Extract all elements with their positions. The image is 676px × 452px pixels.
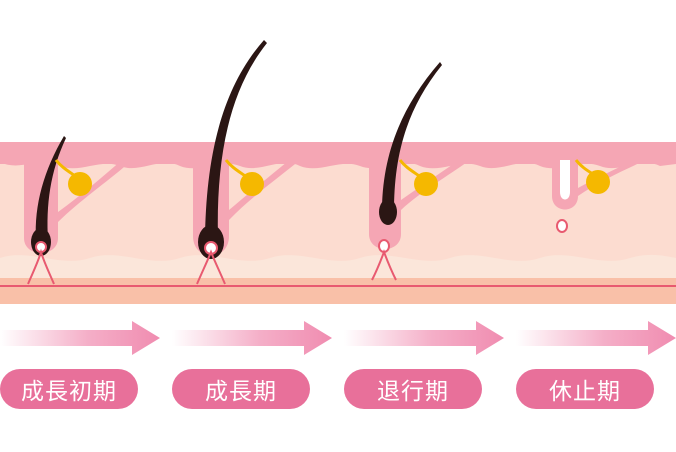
- arrow-3: [344, 321, 504, 355]
- empty-follicle: [560, 160, 570, 200]
- sebaceous-gland: [240, 172, 264, 196]
- capillary-loop: [27, 248, 55, 285]
- follicle-early-growth: [24, 136, 132, 285]
- capillary-loop: [371, 249, 397, 281]
- epidermis-wave: [0, 160, 676, 169]
- sebaceous-gland: [586, 170, 610, 194]
- follicle-growth: [193, 40, 300, 285]
- dermal-papilla: [556, 219, 568, 233]
- arrector-muscle: [578, 158, 646, 196]
- arrow-4: [516, 321, 676, 355]
- sebaceous-gland: [414, 172, 438, 196]
- progression-arrows: [0, 321, 676, 355]
- arrow-1: [0, 321, 160, 355]
- arrector-muscle: [229, 158, 300, 220]
- stage-label-regression: 退行期: [344, 369, 482, 409]
- sebaceous-gland: [68, 172, 92, 196]
- follicle-resting: [552, 142, 646, 233]
- capillary-loop: [196, 249, 226, 285]
- epidermis-layer: [0, 142, 676, 164]
- hair-bulb: [379, 199, 397, 225]
- dermis-wave: [0, 254, 676, 278]
- stage-label-early-growth: 成長初期: [0, 369, 138, 409]
- stage-label-resting: 休止期: [516, 369, 654, 409]
- stage-label-growth: 成長期: [172, 369, 310, 409]
- hair-shaft: [35, 136, 66, 240]
- arrector-muscle: [401, 158, 470, 210]
- arrector-muscle: [58, 158, 132, 222]
- follicle-regression: [369, 62, 470, 281]
- hair-shaft: [205, 40, 267, 240]
- hair-shaft: [382, 62, 442, 212]
- arrow-2: [172, 321, 332, 355]
